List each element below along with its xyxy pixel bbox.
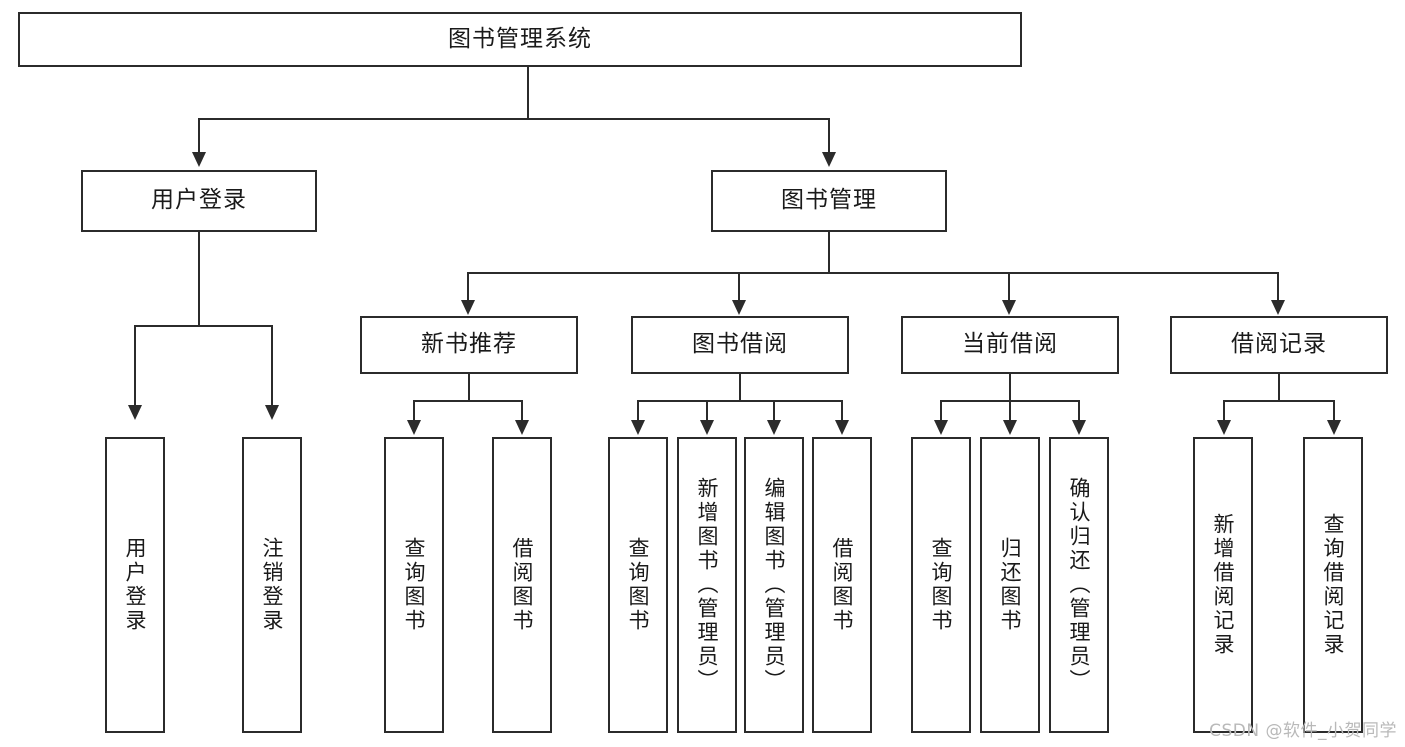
edge-user-login-drop-1 (134, 325, 136, 407)
leaf-label: 查询图书 (626, 537, 651, 633)
node-current-borrow[interactable]: 当前借阅 (901, 316, 1119, 374)
edge-borrow-record-stem (1278, 374, 1280, 402)
edge-user-login-stem (198, 232, 200, 326)
leaf-label: 查询借阅记录 (1321, 513, 1346, 657)
node-new-book-recommend[interactable]: 新书推荐 (360, 316, 578, 374)
arrowhead-leaf-logout (265, 405, 279, 420)
node-label: 借阅记录 (1231, 331, 1327, 358)
arrowhead-leaf-user-login (128, 405, 142, 420)
edge-root-to-user-login (198, 118, 200, 154)
leaf-label: 注销登录 (260, 537, 285, 633)
leaf-query-borrow-record[interactable]: 查询借阅记录 (1303, 437, 1363, 733)
arrowhead-book-borrow (732, 300, 746, 315)
leaf-label: 归还图书 (998, 537, 1023, 633)
edge-new-book-drop-2 (521, 400, 523, 422)
node-book-management[interactable]: 图书管理 (711, 170, 947, 232)
leaf-add-borrow-record[interactable]: 新增借阅记录 (1193, 437, 1253, 733)
edge-root-stem (527, 67, 529, 119)
node-user-login[interactable]: 用户登录 (81, 170, 317, 232)
node-label: 图书借阅 (692, 331, 788, 358)
leaf-label: 查询图书 (402, 537, 427, 633)
leaf-query-book-recommend[interactable]: 查询图书 (384, 437, 444, 733)
leaf-label: 借阅图书 (830, 537, 855, 633)
node-label: 当前借阅 (962, 331, 1058, 358)
edge-book-manage-bus (467, 272, 1279, 274)
edge-book-borrow-drop-1 (637, 400, 639, 422)
arrowhead-leaf-confirm-return (1072, 420, 1086, 435)
arrowhead-book-manage (822, 152, 836, 167)
leaf-label: 新增借阅记录 (1211, 513, 1236, 657)
edge-root-to-book-manage (828, 118, 830, 154)
leaf-query-book-borrow[interactable]: 查询图书 (608, 437, 668, 733)
edge-book-manage-drop-4 (1277, 272, 1279, 302)
arrowhead-leaf-borrow-book-1 (515, 420, 529, 435)
arrowhead-current-borrow (1002, 300, 1016, 315)
leaf-label: 用户登录 (123, 537, 148, 633)
edge-book-borrow-stem (739, 374, 741, 402)
edge-new-book-stem (468, 374, 470, 402)
edge-current-borrow-drop-3 (1078, 400, 1080, 422)
leaf-label: 查询图书 (929, 537, 954, 633)
edge-new-book-drop-1 (413, 400, 415, 422)
leaf-edit-book-admin[interactable]: 编辑图书（管理员） (744, 437, 804, 733)
edge-book-borrow-bus (637, 400, 843, 402)
edge-new-book-bus (413, 400, 523, 402)
leaf-label: 新增图书（管理员） (695, 477, 720, 693)
node-label: 用户登录 (151, 187, 247, 214)
leaf-label: 编辑图书（管理员） (762, 477, 787, 693)
edge-current-borrow-drop-2 (1009, 400, 1011, 422)
leaf-user-login[interactable]: 用户登录 (105, 437, 165, 733)
leaf-add-book-admin[interactable]: 新增图书（管理员） (677, 437, 737, 733)
arrowhead-leaf-edit-book (767, 420, 781, 435)
edge-book-manage-drop-1 (467, 272, 469, 302)
arrowhead-leaf-query-book-3 (934, 420, 948, 435)
leaf-label: 借阅图书 (510, 537, 535, 633)
edge-book-borrow-drop-4 (841, 400, 843, 422)
arrowhead-leaf-add-book (700, 420, 714, 435)
edge-book-manage-stem (828, 232, 830, 274)
arrowhead-leaf-query-record (1327, 420, 1341, 435)
arrowhead-leaf-query-book-2 (631, 420, 645, 435)
edge-current-borrow-stem (1009, 374, 1011, 402)
arrowhead-new-book (461, 300, 475, 315)
edge-user-login-drop-2 (271, 325, 273, 407)
edge-book-manage-drop-2 (738, 272, 740, 302)
leaf-query-book-current[interactable]: 查询图书 (911, 437, 971, 733)
arrowhead-leaf-return-book (1003, 420, 1017, 435)
node-label: 图书管理 (781, 187, 877, 214)
edge-book-borrow-drop-3 (773, 400, 775, 422)
edge-borrow-record-drop-1 (1223, 400, 1225, 422)
leaf-borrow-book[interactable]: 借阅图书 (812, 437, 872, 733)
leaf-return-book[interactable]: 归还图书 (980, 437, 1040, 733)
edge-current-borrow-drop-1 (940, 400, 942, 422)
edge-user-login-bus (134, 325, 272, 327)
edge-book-borrow-drop-2 (706, 400, 708, 422)
leaf-borrow-book-recommend[interactable]: 借阅图书 (492, 437, 552, 733)
leaf-logout[interactable]: 注销登录 (242, 437, 302, 733)
node-book-borrow[interactable]: 图书借阅 (631, 316, 849, 374)
arrowhead-leaf-query-book-1 (407, 420, 421, 435)
edge-book-manage-drop-3 (1008, 272, 1010, 302)
node-borrow-record[interactable]: 借阅记录 (1170, 316, 1388, 374)
edge-borrow-record-bus (1223, 400, 1335, 402)
edge-root-bus (198, 118, 830, 120)
arrowhead-user-login (192, 152, 206, 167)
leaf-confirm-return-admin[interactable]: 确认归还（管理员） (1049, 437, 1109, 733)
node-label: 图书管理系统 (448, 25, 592, 52)
arrowhead-leaf-add-record (1217, 420, 1231, 435)
node-label: 新书推荐 (421, 331, 517, 358)
node-root-system[interactable]: 图书管理系统 (18, 12, 1022, 67)
arrowhead-borrow-record (1271, 300, 1285, 315)
leaf-label: 确认归还（管理员） (1067, 477, 1092, 693)
arrowhead-leaf-borrow-book-2 (835, 420, 849, 435)
edge-borrow-record-drop-2 (1333, 400, 1335, 422)
